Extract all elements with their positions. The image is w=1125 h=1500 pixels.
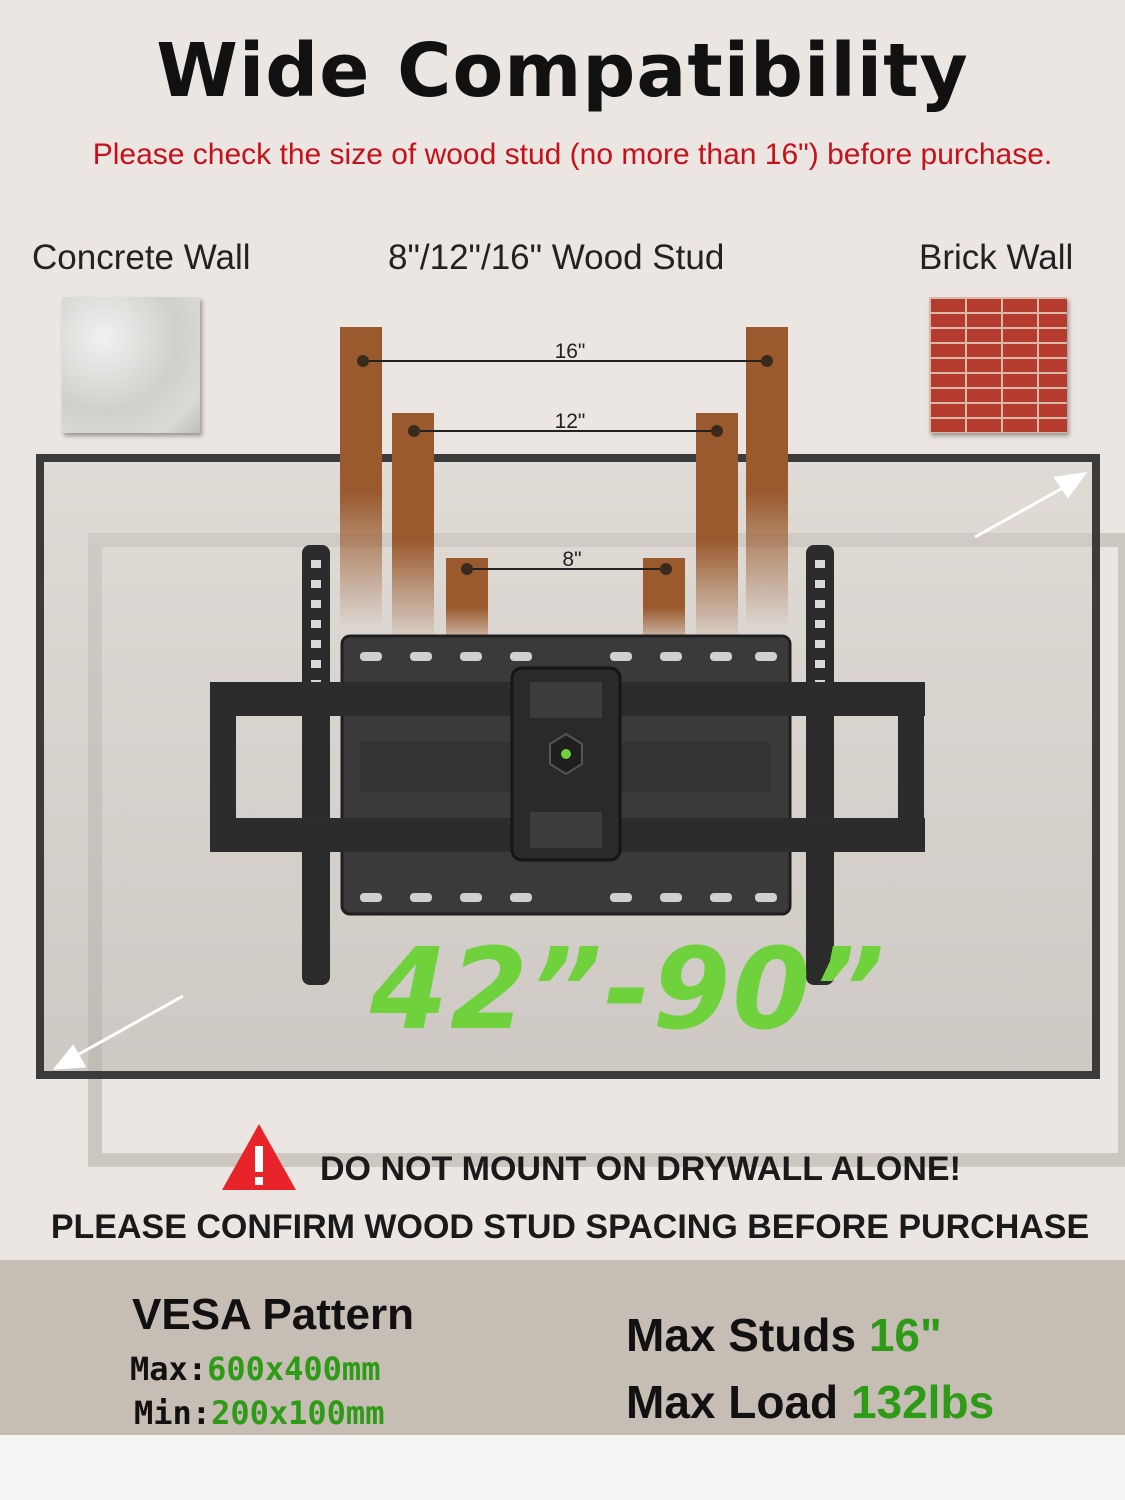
specs-panel [0,1260,1125,1435]
stud-spacing-warning: PLEASE CONFIRM WOOD STUD SPACING BEFORE … [50,1208,1090,1246]
spacing-12-label: 12" [555,410,586,433]
mount-illustration: 16" 12" 8" [36,327,1125,1167]
page-title: Wide Compatibility [156,28,969,114]
tv-size-arrows [52,472,1088,1070]
bottom-margin [0,1435,1125,1500]
vesa-pattern-title: VESA Pattern [132,1290,415,1339]
vesa-max-label: Max: [130,1350,208,1388]
concrete-wall-swatch [62,297,200,433]
stud-16-right [746,327,788,627]
tv-frame [36,454,1100,1079]
stud-12-right [696,413,738,643]
brick-wall-label: Brick Wall [919,238,1074,277]
vesa-max-row: Max:600x400mm [130,1350,380,1388]
max-studs-label: Max Studs [626,1309,857,1361]
vesa-min-value: 200x100mm [211,1394,385,1432]
max-load-label: Max Load [626,1376,839,1428]
stud-size-notice: Please check the size of wood stud (no m… [92,138,1053,171]
concrete-wall-label: Concrete Wall [32,238,251,277]
max-studs-spec: Max Studs 16" [626,1308,942,1362]
drywall-warning: DO NOT MOUNT ON DRYWALL ALONE! [320,1150,961,1188]
stud-16-left [340,327,382,627]
spacing-8-label: 8" [562,548,581,571]
vesa-min-row: Min:200x100mm [134,1394,384,1432]
wood-studs [340,327,788,648]
warning-triangle-icon [222,1124,296,1190]
tv-size-range: 42”-90” [370,925,887,1055]
vesa-max-value: 600x400mm [207,1350,381,1388]
wood-stud-label: 8"/12"/16" Wood Stud [388,238,725,277]
max-load-value: 132lbs [850,1376,995,1428]
stud-12-left [392,413,434,643]
max-load-spec: Max Load 132lbs [626,1375,994,1429]
max-studs-value: 16" [868,1309,942,1361]
brick-wall-swatch [929,297,1067,433]
spacing-16-label: 16" [555,340,586,363]
vesa-min-label: Min: [134,1394,212,1432]
tv-mount [210,545,925,985]
